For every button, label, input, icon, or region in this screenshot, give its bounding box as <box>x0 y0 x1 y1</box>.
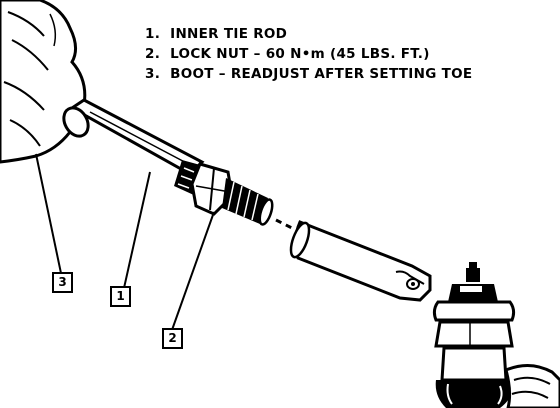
callout-lock-nut: 2 <box>162 328 183 349</box>
callout-inner-tie-rod: 1 <box>110 286 131 307</box>
legend-text: LOCK NUT – 60 N•m (45 LBS. FT.) <box>170 46 430 62</box>
right-hand <box>504 364 560 408</box>
ball-joint-stud <box>432 262 516 408</box>
legend-item-3: 3. BOOT – READJUST AFTER SETTING TOE <box>145 64 472 84</box>
legend-text: INNER TIE ROD <box>170 26 288 42</box>
legend-number: 3. <box>145 66 161 82</box>
legend-item-1: 1. INNER TIE ROD <box>145 24 472 44</box>
legend-text: BOOT – READJUST AFTER SETTING TOE <box>170 66 473 82</box>
legend-number: 1. <box>145 26 161 42</box>
outer-tie-rod-end <box>289 220 432 302</box>
legend: 1. INNER TIE ROD 2. LOCK NUT – 60 N•m (4… <box>145 24 472 84</box>
legend-item-2: 2. LOCK NUT – 60 N•m (45 LBS. FT.) <box>145 44 472 64</box>
legend-number: 2. <box>145 46 161 62</box>
leader-lines <box>35 153 215 331</box>
boot-shape <box>0 0 87 164</box>
inner-tie-rod <box>62 98 205 176</box>
callout-boot: 3 <box>52 272 73 293</box>
outer-threads <box>222 178 274 226</box>
